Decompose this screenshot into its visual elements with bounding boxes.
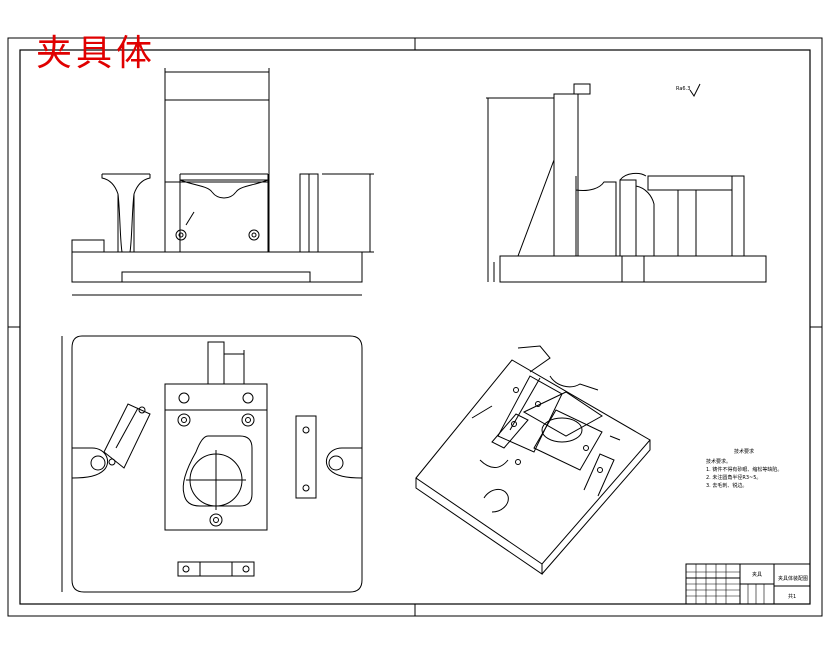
drawing-title: 夹具体 — [36, 33, 157, 74]
top-view — [61, 335, 363, 593]
drawing-number: 夹具体装配图 — [778, 575, 808, 582]
tech-requirement-item: 技术要求。 — [706, 459, 732, 465]
outer-border — [7, 37, 823, 617]
tech-requirement-item: 1. 铸件不得有砂眼、缩松等缺陷。 — [706, 467, 783, 473]
title-block — [685, 563, 811, 605]
tech-requirement-item: 2. 未注圆角半径R3~5。 — [706, 475, 762, 481]
tech-requirement-item: 3. 去毛刺、锐边。 — [706, 483, 748, 489]
surface-roughness-note: Ra6.3 — [676, 86, 690, 92]
part-name: 夹具 — [752, 571, 762, 578]
center-marks — [8, 38, 822, 616]
side-view — [486, 83, 767, 283]
tech-requirements-heading: 技术要求 — [734, 449, 755, 455]
sheet-info: 共1 — [788, 593, 796, 600]
isometric-view — [415, 345, 651, 575]
inner-border — [19, 49, 811, 605]
front-view — [71, 68, 374, 296]
